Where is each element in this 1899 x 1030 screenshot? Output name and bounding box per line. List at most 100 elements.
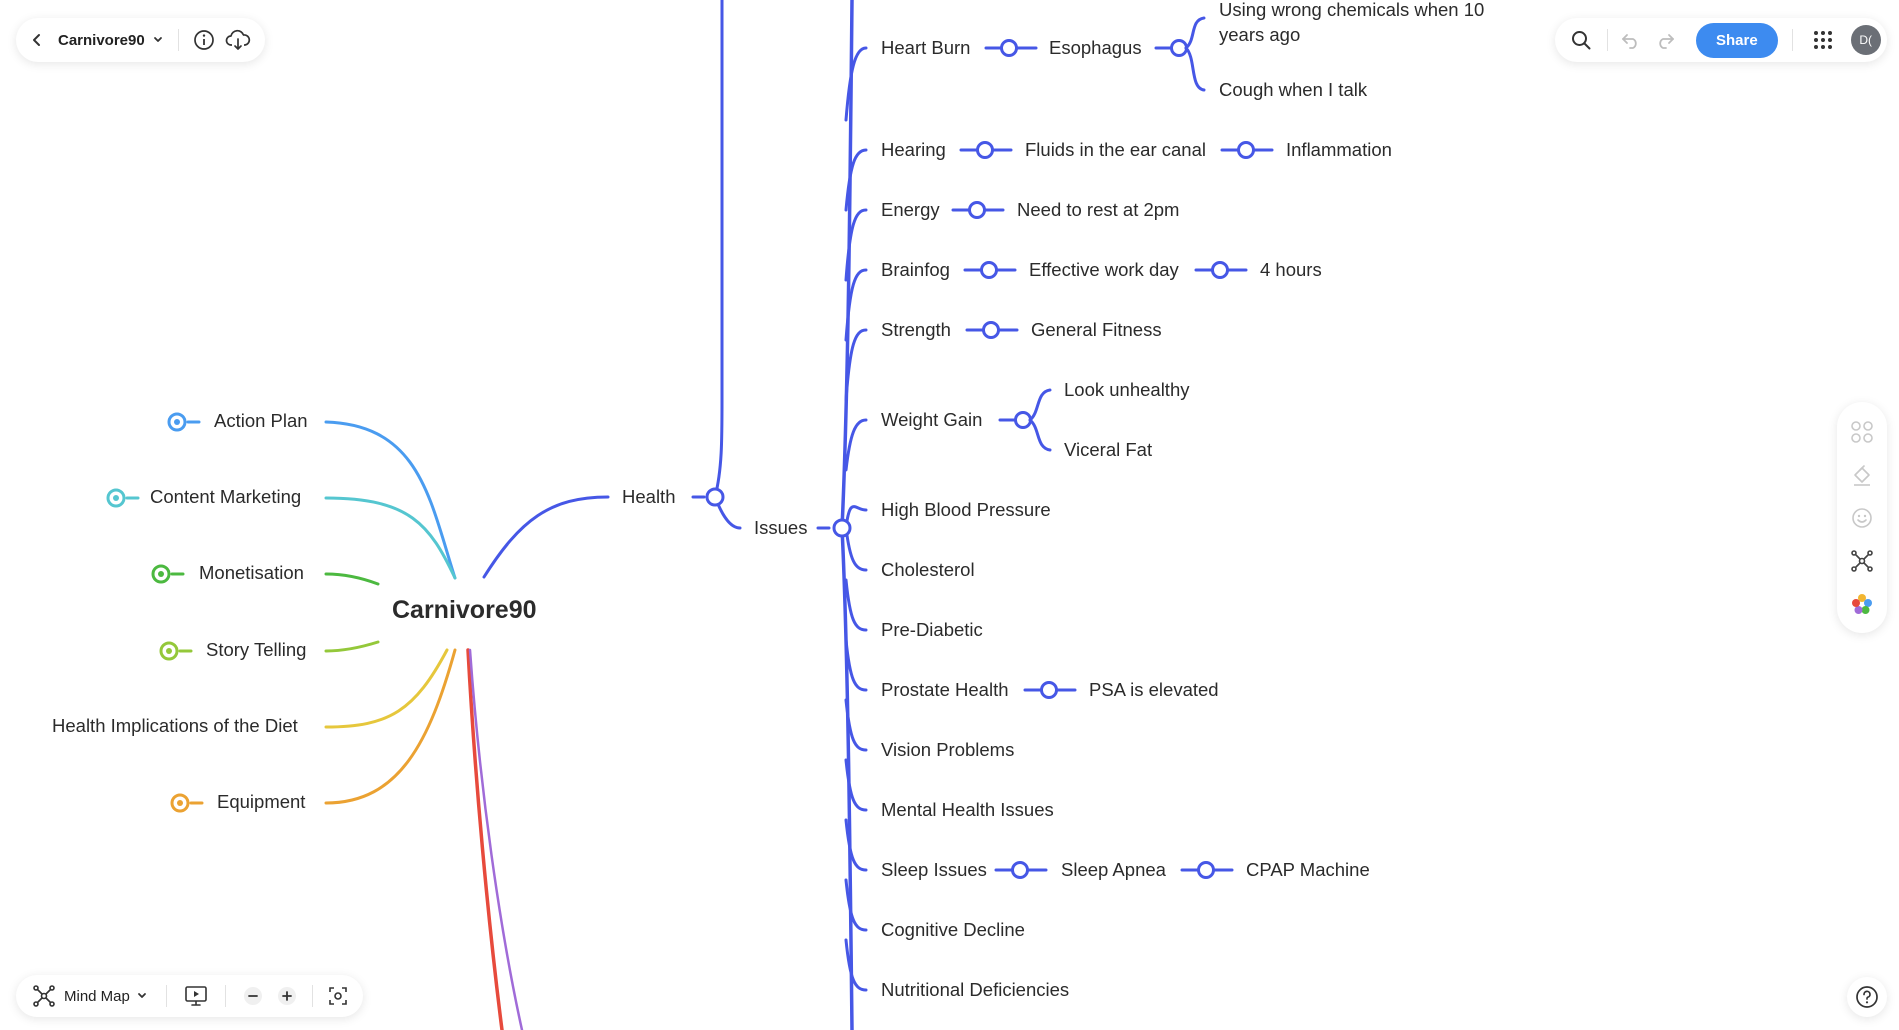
- topic-general-fitness[interactable]: General Fitness: [1031, 319, 1162, 340]
- topic-cpap[interactable]: CPAP Machine: [1246, 859, 1370, 880]
- undo-button[interactable]: [1614, 22, 1648, 58]
- help-button[interactable]: [1847, 977, 1887, 1017]
- topic-brainfog[interactable]: Brainfog: [881, 259, 950, 280]
- node-marker[interactable]: [1011, 861, 1029, 879]
- root-topic[interactable]: Carnivore90: [392, 596, 537, 624]
- view-mode-dropdown[interactable]: Mind Map: [26, 984, 154, 1008]
- health-collapse-toggle[interactable]: [705, 487, 725, 507]
- topic-nutritional-deficiencies[interactable]: Nutritional Deficiencies: [881, 979, 1070, 1000]
- cloud-download-icon: [225, 29, 250, 50]
- topic-vision-problems[interactable]: Vision Problems: [881, 739, 1015, 760]
- topic-health-implications[interactable]: Health Implications of the Diet: [52, 715, 298, 736]
- topic-sleep-apnea[interactable]: Sleep Apnea: [1061, 859, 1166, 880]
- info-button[interactable]: [187, 22, 221, 58]
- topic-4-hours[interactable]: 4 hours: [1260, 259, 1322, 280]
- node-marker[interactable]: [1170, 39, 1188, 57]
- node-marker[interactable]: [1197, 861, 1215, 879]
- topic-equipment[interactable]: Equipment: [217, 791, 306, 812]
- node-marker[interactable]: [1237, 141, 1255, 159]
- topic-monetisation[interactable]: Monetisation: [199, 562, 304, 583]
- sticker-button[interactable]: [1840, 496, 1884, 539]
- topic-high-blood-pressure[interactable]: High Blood Pressure: [881, 499, 1051, 520]
- topic-wrong-chemicals[interactable]: Using wrong chemicals when 10 years ago: [1219, 0, 1485, 45]
- topic-cholesterol[interactable]: Cholesterol: [881, 559, 975, 580]
- node-marker[interactable]: [976, 141, 994, 159]
- divider: [224, 985, 226, 1007]
- user-avatar[interactable]: D(: [1850, 25, 1881, 55]
- topic-strength[interactable]: Strength: [881, 319, 951, 340]
- topic-energy[interactable]: Energy: [881, 199, 940, 220]
- divider: [1607, 29, 1608, 51]
- structure-button[interactable]: [1840, 539, 1884, 582]
- topic-psa-elevated[interactable]: PSA is elevated: [1089, 679, 1219, 700]
- node-marker[interactable]: [1014, 411, 1032, 429]
- node-marker[interactable]: [980, 261, 998, 279]
- cloud-download-button[interactable]: [221, 22, 255, 58]
- topic-health[interactable]: Health: [622, 486, 676, 507]
- chevron-down-icon: [137, 993, 146, 998]
- topic-visceral-fat[interactable]: Viceral Fat: [1064, 439, 1153, 460]
- topic-rest-2pm[interactable]: Need to rest at 2pm: [1017, 199, 1180, 220]
- topic-heart-burn[interactable]: Heart Burn: [881, 37, 971, 58]
- connector-health-implications: [324, 648, 449, 729]
- node-marker[interactable]: [982, 321, 1000, 339]
- chevron-down-icon: [153, 37, 162, 42]
- back-button[interactable]: [22, 22, 52, 58]
- topic-hearing[interactable]: Hearing: [881, 139, 946, 160]
- document-toolbar: Carnivore90: [16, 18, 265, 62]
- connector-story-telling: [324, 640, 380, 653]
- topic-cognitive-decline[interactable]: Cognitive Decline: [881, 919, 1025, 940]
- node-marker[interactable]: [1040, 681, 1058, 699]
- zoom-in-button[interactable]: [272, 981, 302, 1011]
- topic-mental-health[interactable]: Mental Health Issues: [881, 799, 1054, 820]
- topic-prostate-health[interactable]: Prostate Health: [881, 679, 1009, 700]
- search-button[interactable]: [1561, 22, 1601, 58]
- connector-monetisation: [324, 572, 380, 586]
- divider: [1791, 29, 1793, 51]
- view-mode-label: Mind Map: [64, 987, 130, 1005]
- search-icon: [1572, 31, 1591, 50]
- format-paint-button[interactable]: [1840, 453, 1884, 496]
- apps-button[interactable]: [1807, 22, 1839, 58]
- format-side-panel: [1837, 402, 1887, 633]
- smiley-icon: [1852, 507, 1872, 528]
- connector-down-red: [466, 648, 504, 1030]
- help-question-icon: [1856, 986, 1878, 1008]
- fit-to-screen-button[interactable]: [323, 981, 353, 1011]
- zoom-out-button[interactable]: [238, 981, 268, 1011]
- style-panel-button[interactable]: [1840, 410, 1884, 453]
- bottom-toolbar: Mind Map: [16, 975, 363, 1017]
- redo-icon: [1659, 34, 1674, 49]
- topic-look-unhealthy[interactable]: Look unhealthy: [1064, 379, 1190, 400]
- share-button[interactable]: Share: [1696, 22, 1778, 58]
- topic-story-telling[interactable]: Story Telling: [206, 639, 307, 660]
- topic-weight-gain[interactable]: Weight Gain: [881, 409, 983, 430]
- topic-issues[interactable]: Issues: [754, 517, 808, 538]
- topic-sleep-issues[interactable]: Sleep Issues: [881, 859, 987, 880]
- node-marker[interactable]: [1211, 261, 1229, 279]
- grid-apps-icon: [1813, 31, 1832, 49]
- fit-screen-icon: [329, 987, 347, 1005]
- node-marker[interactable]: [968, 201, 986, 219]
- issues-collapse-toggle[interactable]: [832, 518, 852, 538]
- node-marker[interactable]: [1000, 39, 1018, 57]
- topic-content-marketing[interactable]: Content Marketing: [150, 486, 302, 507]
- redo-button[interactable]: [1648, 22, 1682, 58]
- undo-icon: [1622, 34, 1637, 49]
- topic-action-plan[interactable]: Action Plan: [214, 410, 308, 431]
- topic-effective-work-day[interactable]: Effective work day: [1029, 259, 1179, 280]
- topic-inflammation[interactable]: Inflammation: [1286, 139, 1392, 160]
- present-button[interactable]: [179, 979, 213, 1013]
- topic-pre-diabetic[interactable]: Pre-Diabetic: [881, 619, 983, 640]
- color-palette-icon: [1852, 593, 1872, 614]
- topic-esophagus[interactable]: Esophagus: [1049, 37, 1142, 58]
- topic-fluids-ear[interactable]: Fluids in the ear canal: [1025, 139, 1206, 160]
- topic-cough[interactable]: Cough when I talk: [1219, 79, 1368, 100]
- theme-button[interactable]: [1840, 582, 1884, 625]
- presentation-icon: [185, 986, 207, 1006]
- document-title-menu[interactable]: Carnivore90: [52, 32, 170, 49]
- plus-circle-icon: [277, 987, 296, 1005]
- divider: [177, 29, 179, 51]
- divider: [165, 985, 167, 1007]
